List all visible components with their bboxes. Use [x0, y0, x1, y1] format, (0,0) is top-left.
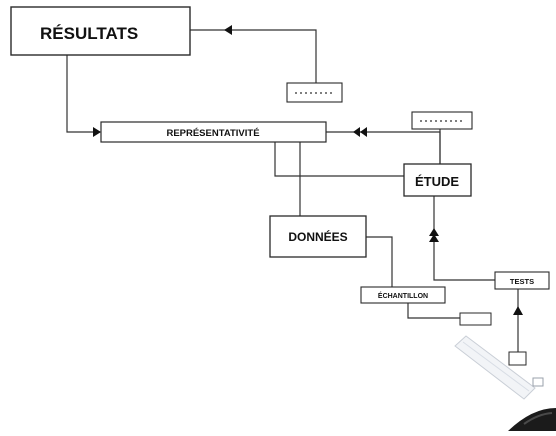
connector-resultats-representativite [66, 55, 100, 133]
node-resultats-box [10, 6, 191, 56]
connector-placeholder-resultats [190, 29, 317, 83]
pen-barrel [454, 335, 536, 400]
node-etude-label: ÉTUDE [415, 174, 459, 189]
placeholder-box-lower [459, 312, 492, 326]
node-donnees-label: DONNÉES [288, 229, 347, 244]
node-tests-box [494, 271, 550, 290]
arrowhead-into-resultats [224, 25, 232, 35]
arrowhead-up-2 [429, 234, 439, 242]
arrowhead-up-1 [429, 228, 439, 236]
arrowhead-double-1 [353, 127, 360, 137]
node-donnees-box [269, 215, 367, 258]
placeholder-box-upper [286, 82, 343, 103]
connector-etude-representativite [326, 131, 441, 164]
connector-tests-etude [433, 196, 495, 281]
pen-barrel-highlight [462, 341, 530, 392]
arrowhead-up-into-tests [513, 306, 523, 315]
placeholder-box-bottom [508, 351, 527, 366]
node-resultats-label: RÉSULTATS [40, 24, 138, 43]
arrowhead-into-representativite-left [93, 127, 101, 137]
pen-illustration [454, 335, 556, 431]
arrowhead-double-2 [360, 127, 367, 137]
node-echantillon-box [360, 286, 446, 304]
node-echantillon-label: ÉCHANTILLON [378, 291, 428, 300]
node-representativite-box [100, 121, 327, 143]
connector-representativite-etude [274, 142, 404, 177]
node-representativite-label: REPRÉSENTATIVITÉ [166, 128, 259, 139]
pen-cap-highlight [523, 412, 553, 425]
connector-echantillon-placeholder [407, 302, 460, 319]
node-etude-box [403, 163, 472, 197]
node-tests-label: TESTS [510, 277, 534, 286]
pen-clip-square [532, 377, 544, 387]
connector-donnees-echantillon [366, 236, 393, 287]
